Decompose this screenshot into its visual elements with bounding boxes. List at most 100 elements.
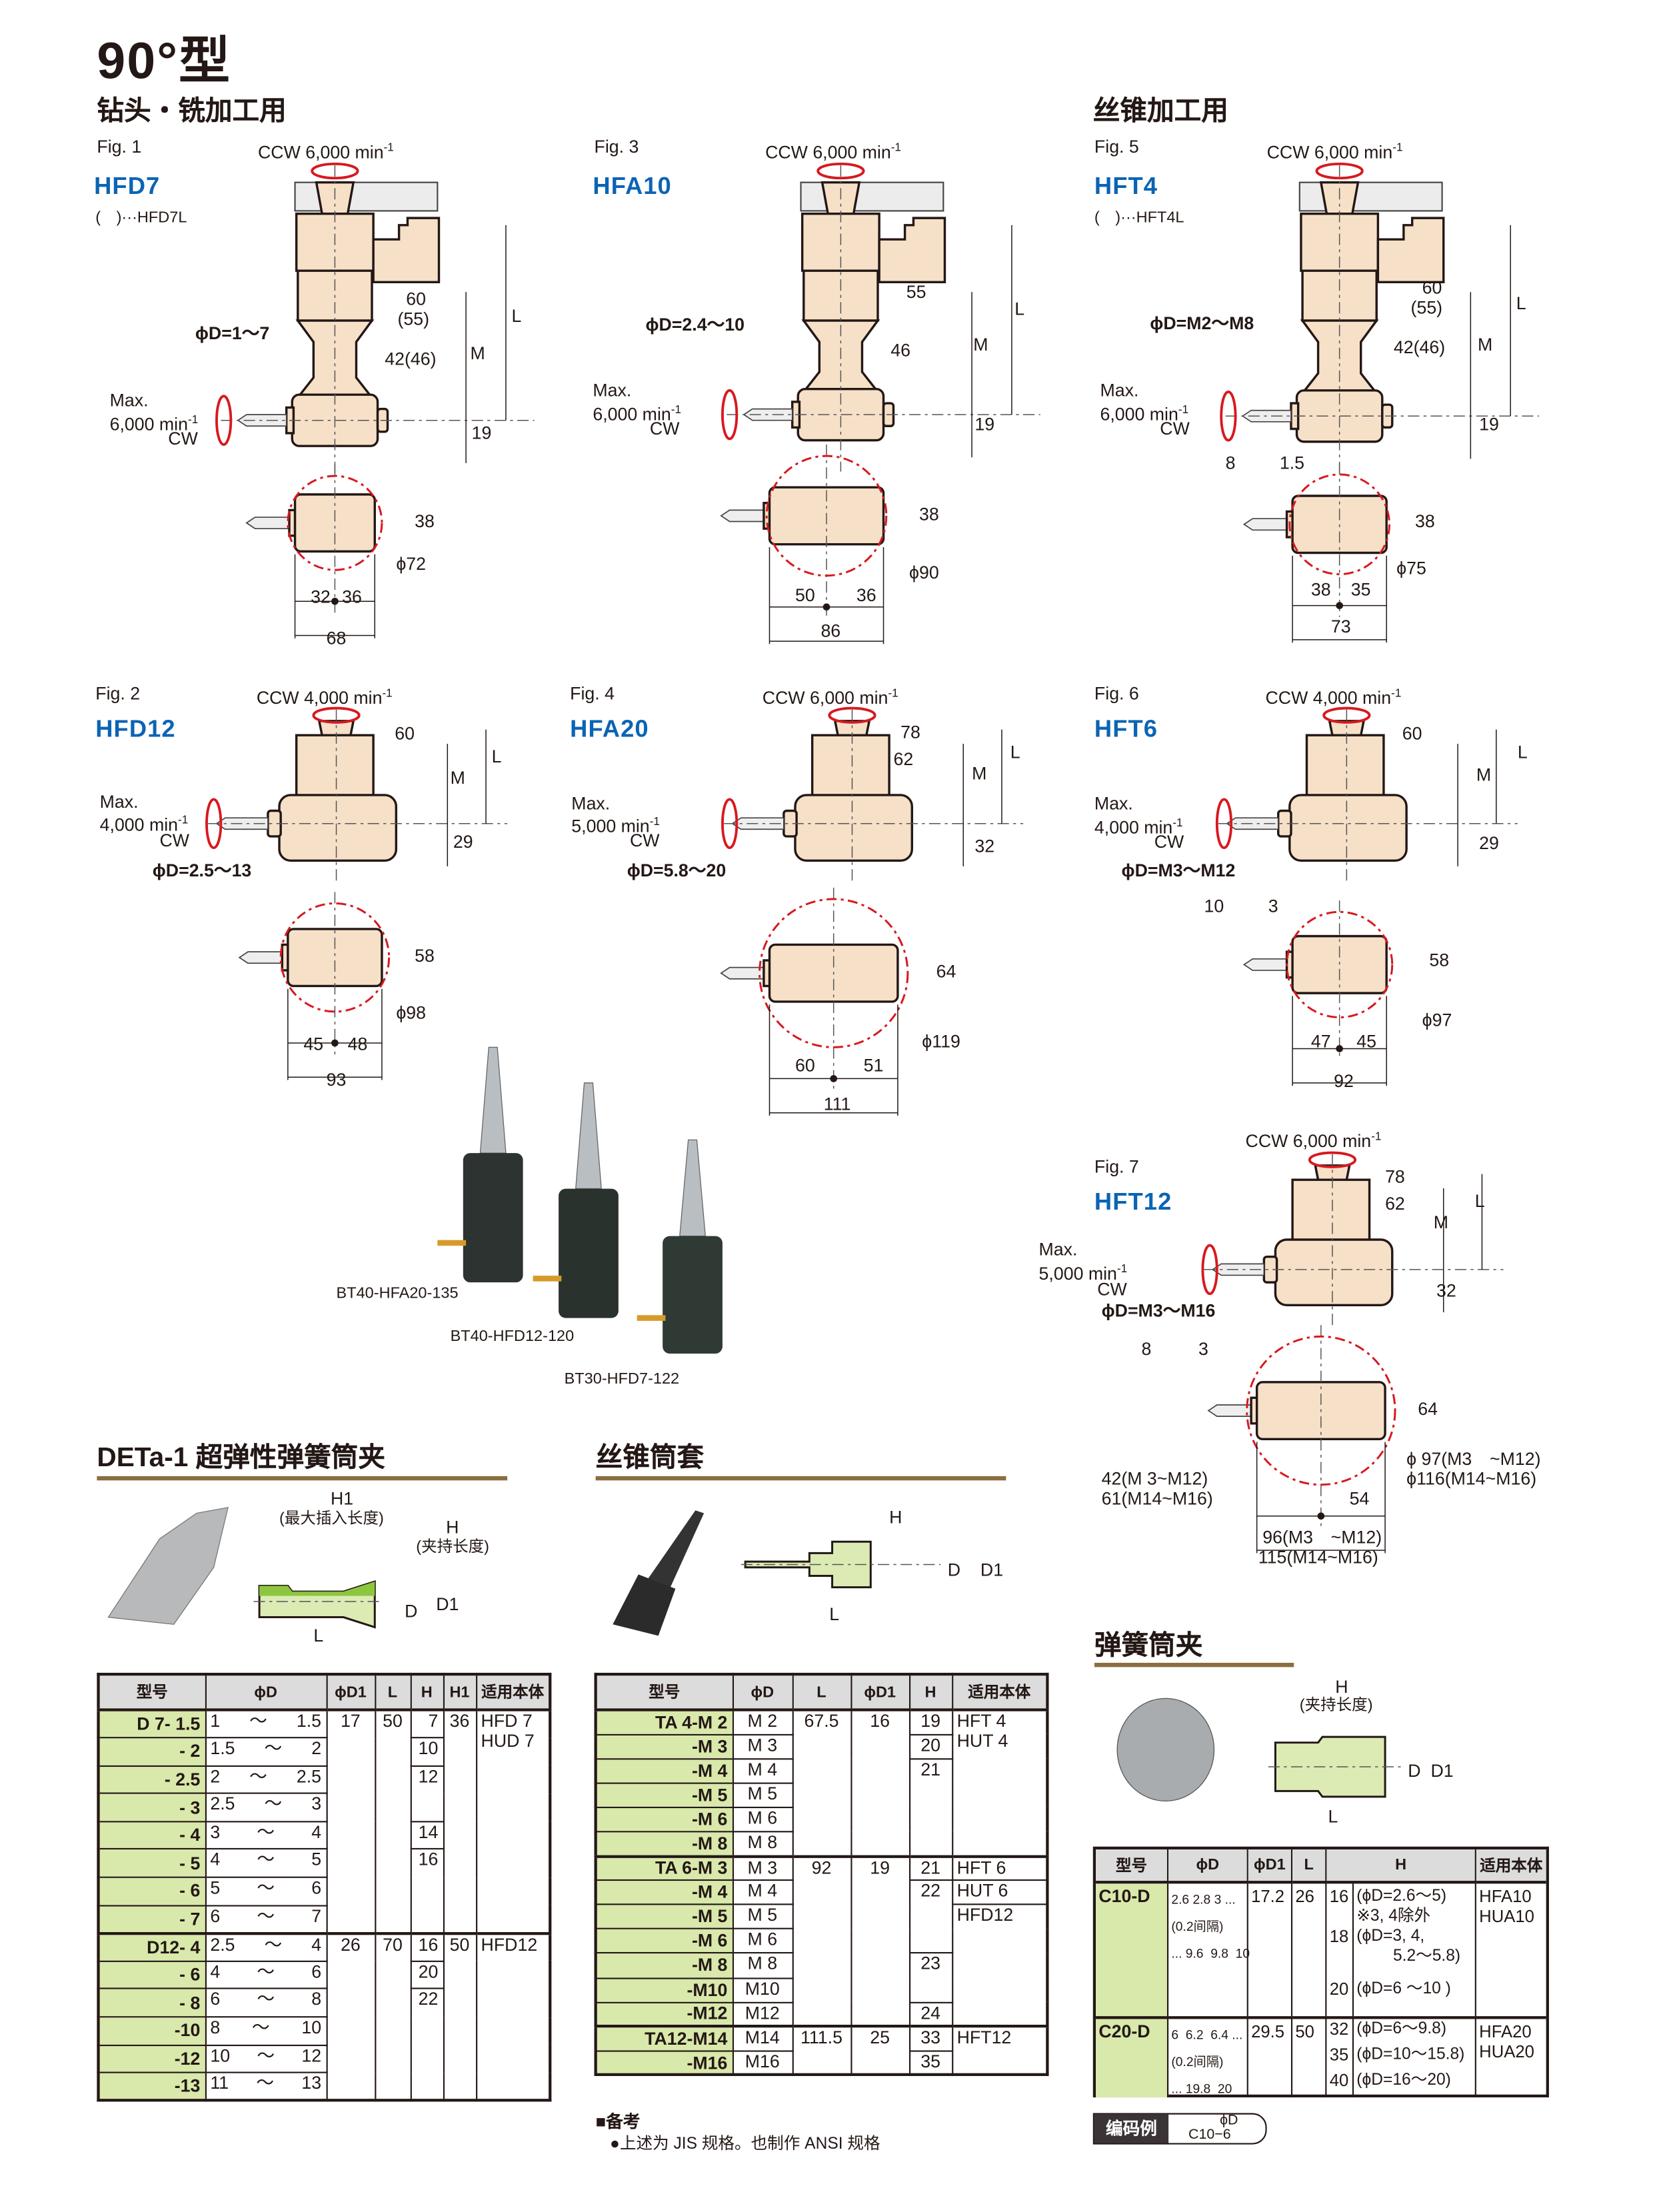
range-part: 3	[210, 1822, 221, 1843]
table-row: - 2.52～2.52 ～ 2.512	[97, 1765, 551, 1823]
fig1-dimension: 32	[311, 586, 331, 607]
head	[1288, 794, 1408, 862]
fig4-max-speed-text: 5,000 min	[571, 816, 650, 836]
range-part: 1.5	[296, 1711, 322, 1731]
cell-body: HFD 7 HUD 7	[475, 1709, 551, 1934]
fig3-dimension: 38	[918, 504, 939, 525]
rotation-arrow-icon	[215, 395, 233, 446]
fig4-dimension: L	[1010, 742, 1020, 762]
range-part: ～	[257, 1850, 275, 1870]
cell-model: - 2.5	[97, 1765, 206, 1795]
collet-d1-label: D1	[1430, 1761, 1454, 1781]
range-part: 2	[311, 1738, 322, 1759]
fig7-dimension: 96(M3 ~M12)	[1262, 1527, 1382, 1548]
cell-H: 20	[908, 1733, 953, 1759]
center-dot	[1336, 1045, 1343, 1052]
tap-sleeve-heading-underline	[595, 1476, 1006, 1481]
range-part: 1.5	[210, 1738, 235, 1759]
fig1-ccw-speed: CCW 6,000 min-1	[258, 138, 394, 163]
table-row: - 21.5～21.5 ～ 210	[97, 1737, 551, 1767]
cell-H: 24	[908, 2001, 953, 2027]
cell-L: 50	[1292, 2016, 1327, 2098]
range-part: 3	[311, 1794, 322, 1815]
h-value: 40	[1329, 2070, 1349, 2091]
fig5-dimension: 38	[1310, 580, 1331, 600]
fig6-diameter-range: ϕD=M3～M12	[1121, 860, 1236, 881]
cell-model: TA 6-M 3	[595, 1854, 733, 1881]
tap-d1-label: D1	[980, 1560, 1004, 1580]
fig2-dimension: 29	[453, 832, 473, 852]
spring-collet-heading-underline	[1094, 1662, 1294, 1667]
table-row: - 64～64 ～ 620	[97, 1960, 551, 1990]
rotation-arrow-icon	[817, 162, 865, 180]
fig4-dimension: ϕ119	[922, 1031, 960, 1052]
fig6-dimension: 10	[1204, 896, 1224, 916]
fig7-dimension: 115(M14~M16)	[1258, 1547, 1378, 1568]
fig1-dimension: 42(46)	[385, 349, 437, 369]
cell-phiD: 4～64 ～ 6	[204, 1960, 327, 1990]
drill-bit-icon	[1207, 1404, 1252, 1417]
fig7-dimension: 8	[1141, 1339, 1152, 1360]
drill-bit-icon	[245, 517, 290, 530]
cell-phiD: 5～65 ～ 6	[204, 1876, 327, 1906]
table-row: - 65～65 ～ 6	[97, 1876, 551, 1906]
fig2-max-label: Max.	[99, 792, 139, 812]
fig4-dimension: 60	[795, 1056, 815, 1076]
fig7-dimension: 42(M 3~M12)	[1101, 1469, 1208, 1490]
rotation-arrow-icon	[1322, 706, 1371, 724]
range-part: 5	[210, 1877, 221, 1898]
range-part: 5	[311, 1850, 322, 1870]
range-part: 8	[311, 1989, 322, 2010]
fig5-ccw-speed-superscript: -1	[1392, 141, 1403, 154]
range-part: 2	[210, 1766, 221, 1787]
tap-sleeve-heading: 丝锥筒套	[595, 1443, 705, 1474]
cell-L: 111.5	[791, 2025, 852, 2076]
spring-collet-photo	[1116, 1697, 1215, 1801]
fig5-direction: CW	[1160, 419, 1190, 439]
cell-phiD: M 6	[731, 1806, 793, 1833]
range: 2.5～4	[210, 1936, 321, 1955]
cell-phiD: M 4	[731, 1879, 793, 1905]
range-part: 11	[210, 2073, 229, 2094]
cell-phiD: M14	[731, 2025, 793, 2052]
fig6-max-label: Max.	[1094, 793, 1133, 814]
cell-H: 35	[908, 2050, 953, 2076]
cell-body: HFT 4 HUT 4	[951, 1709, 1048, 1857]
fig6-dimension: 92	[1334, 1071, 1354, 1092]
header-phiD: ϕD	[731, 1673, 793, 1711]
range-part: 7	[311, 1905, 322, 1926]
fig7-max-speed: 5,000 min-1	[1039, 1260, 1128, 1284]
fig3-ccw-speed: CCW 6,000 min-1	[765, 138, 901, 163]
cell-H: 22	[908, 1879, 953, 1955]
h-condition: (ϕD=10～15.8)	[1356, 2046, 1465, 2063]
fig3-dimension: L	[1014, 299, 1025, 319]
fig4-dimension: M	[972, 763, 987, 784]
range-part: ～	[257, 1961, 275, 1982]
fig7-dimension: 78	[1385, 1166, 1405, 1187]
deta-collet-photo	[107, 1507, 229, 1625]
deta-h-note: (夹持长度)	[416, 1538, 490, 1556]
fig6-dimension: 29	[1479, 833, 1499, 854]
fig2-dimension: ϕ98	[396, 1003, 427, 1024]
cell-H1: 50	[442, 1931, 477, 2102]
cell-phiD: M 2	[731, 1709, 793, 1735]
fig2-ccw-speed: CCW 4,000 min-1	[257, 684, 393, 708]
cell-model: -M 6	[595, 1806, 733, 1833]
range: 1.5～2	[210, 1738, 322, 1759]
cell-H: 7	[409, 1709, 444, 1739]
fig1-dimension: 38	[415, 511, 435, 532]
cell-phiD: 2.5～42.5 ～ 4	[204, 1931, 327, 1962]
range-part: ～	[257, 2045, 275, 2066]
rotation-arrow-icon	[311, 162, 359, 180]
rotation-arrow-icon	[312, 706, 361, 724]
fig2-max-speed-text: 4,000 min	[99, 814, 179, 835]
fig6-ccw-speed-text: CCW 4,000 min	[1265, 688, 1392, 708]
fig6-dimension: 45	[1356, 1031, 1377, 1052]
cell-H: 21	[908, 1757, 953, 1857]
fig3-max-speed-superscript: -1	[671, 403, 681, 417]
fig4-ccw-speed-superscript: -1	[888, 686, 898, 700]
range: 5～6	[210, 1877, 321, 1898]
